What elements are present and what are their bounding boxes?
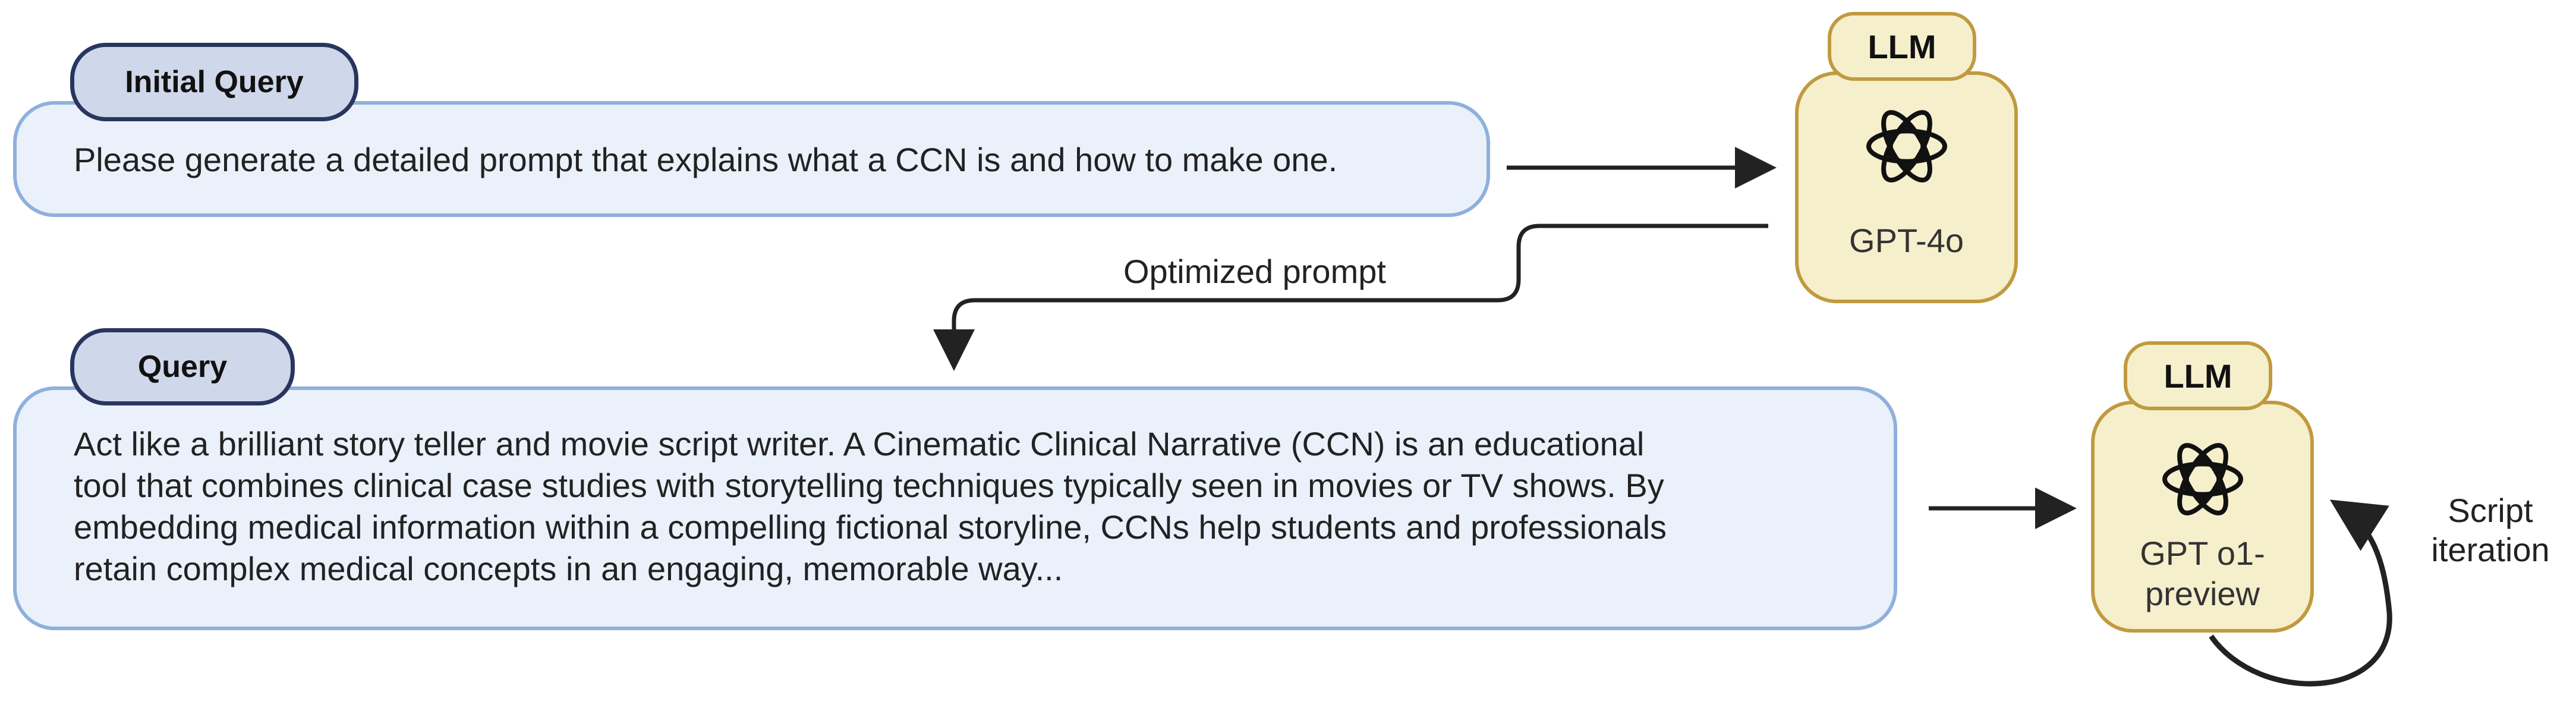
- query-panel: [13, 386, 1897, 630]
- initial-query-tag: Initial Query: [70, 43, 358, 121]
- query-text-line-3: embedding medical information within a c…: [74, 508, 1667, 546]
- initial-query-text: Please generate a detailed prompt that e…: [74, 141, 1338, 178]
- query-tag: Query: [70, 328, 295, 405]
- llm-gpt4o-box: GPT-4o: [1795, 71, 2018, 303]
- llm-o1-preview-tag: LLM: [2124, 341, 2272, 410]
- query-text-line-4: retain complex medical concepts in an en…: [74, 550, 1063, 587]
- script-iteration-line-2: iteration: [2431, 531, 2550, 568]
- llm-gpt4o-tag: LLM: [1828, 12, 1976, 81]
- llm-o1-preview-box: GPT o1- preview: [2091, 401, 2314, 633]
- o1-preview-model-line-2: preview: [2145, 575, 2260, 612]
- query-text-line-1: Act like a brilliant story teller and mo…: [74, 425, 1645, 463]
- gpt4o-model-name: GPT-4o: [1849, 222, 1964, 259]
- optimized-prompt-label: Optimized prompt: [1123, 253, 1386, 290]
- arrow-optimized-prompt: [933, 224, 1768, 371]
- query-text-line-2: tool that combines clinical case studies…: [74, 467, 1664, 504]
- openai-logo-icon: [1866, 110, 1947, 183]
- o1-preview-model-line-1: GPT o1-: [2140, 534, 2265, 572]
- script-iteration-line-1: Script: [2448, 492, 2533, 529]
- arrow-script-iteration: [2209, 499, 2392, 687]
- script-iteration-label: Script iteration: [2413, 491, 2568, 570]
- openai-logo-icon: [2162, 443, 2243, 515]
